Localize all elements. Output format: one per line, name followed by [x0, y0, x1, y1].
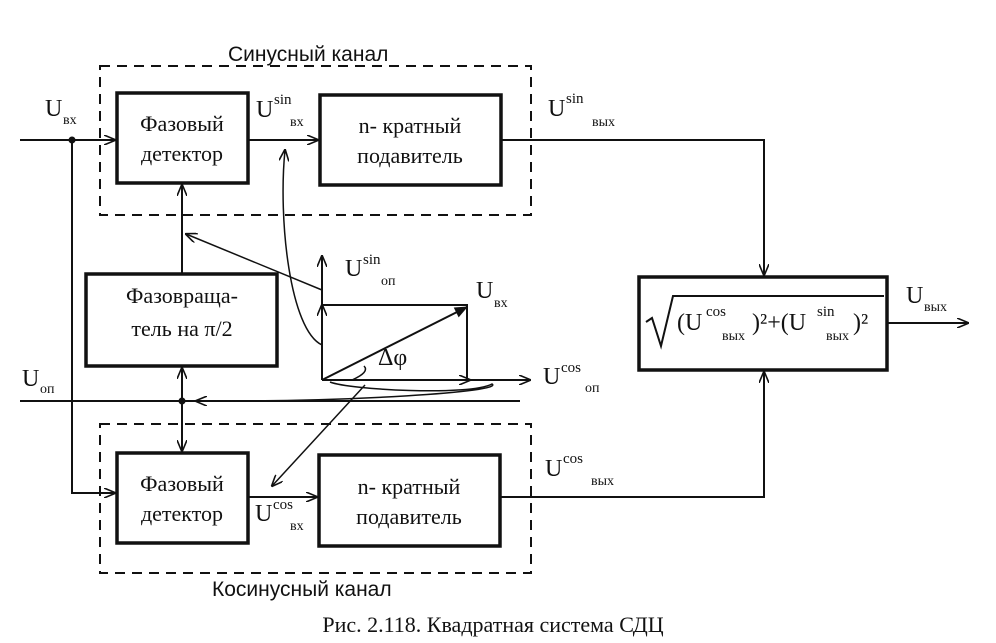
suppressor-cos-line2: подавитель: [356, 504, 462, 529]
output-formula-block: (U cos вых )²+(U sin вых )²: [637, 275, 889, 372]
label-u-out: U вых: [906, 283, 947, 315]
signal-wires: [20, 137, 968, 498]
phase-shifter-block: Фазовраща- тель на π/2: [84, 272, 279, 368]
label-u-sin-in: U sin вх: [256, 92, 304, 130]
svg-text:U: U: [255, 501, 272, 527]
label-u-sin-out: U sin вых: [548, 91, 615, 130]
suppressor-sin-line2: подавитель: [357, 143, 463, 168]
svg-text:U: U: [545, 456, 562, 482]
label-u-cos-in: U cos вх: [255, 497, 304, 534]
sqrt-sign: [645, 295, 884, 350]
svg-text:cos: cos: [561, 360, 581, 376]
label-delta-phi: Δφ: [378, 345, 407, 371]
formula-cos-sup: cos: [706, 304, 726, 320]
cos-channel-title: Косинусный канал: [212, 578, 392, 601]
svg-text:U: U: [906, 283, 923, 309]
projection-rect: [322, 304, 468, 380]
svg-text:U: U: [476, 278, 493, 304]
suppressor-sin-line1: n- кратный: [359, 113, 462, 138]
formula-sin-sup: sin: [817, 304, 835, 320]
svg-text:оп: оп: [381, 274, 396, 289]
label-u-in-vector: U вх: [476, 278, 508, 311]
svg-text:cos: cos: [273, 497, 293, 513]
svg-text:sin: sin: [274, 92, 292, 108]
svg-text:оп: оп: [585, 381, 600, 396]
phase-detector-cos-line1: Фазовый: [140, 471, 224, 496]
phase-detector-cos-block: Фазовый детектор: [115, 451, 250, 545]
phase-detector-sin-line2: детектор: [141, 141, 223, 166]
svg-text:вх: вх: [494, 296, 508, 311]
phase-detector-sin-block: Фазовый детектор: [115, 91, 250, 185]
label-u-cos-out: U cos вых: [545, 451, 614, 489]
suppressor-cos-line1: n- кратный: [358, 474, 461, 499]
leader-phase-shifter: [186, 234, 323, 291]
suppressor-sin-block: n- кратный подавитель: [318, 93, 503, 187]
u-in-vector: [321, 306, 468, 381]
formula-out-sub-1: вых: [722, 329, 745, 344]
label-u-ref: U оп: [22, 366, 55, 397]
svg-text:cos: cos: [563, 451, 583, 467]
phase-detector-sin-line1: Фазовый: [140, 111, 224, 136]
label-u-sin-ref: U sin оп: [345, 252, 396, 289]
svg-text:вх: вх: [63, 113, 77, 128]
svg-text:вых: вых: [924, 300, 947, 315]
formula-out-sub-2: вых: [826, 329, 849, 344]
leader-ref: [196, 381, 494, 401]
leader-cos: [272, 384, 366, 486]
angle-arc: [351, 365, 367, 381]
vector-diagram: [186, 150, 530, 486]
formula-left-paren: (U: [677, 310, 702, 336]
svg-text:U: U: [22, 366, 39, 392]
svg-text:вх: вх: [290, 519, 304, 534]
svg-text:U: U: [45, 96, 62, 122]
svg-text:оп: оп: [40, 382, 55, 397]
svg-text:вых: вых: [591, 474, 614, 489]
phase-detector-cos-line2: детектор: [141, 501, 223, 526]
svg-text:вых: вых: [592, 115, 615, 130]
sin-channel-title: Синусный канал: [228, 43, 388, 66]
label-u-cos-ref: U cos оп: [543, 360, 600, 396]
svg-text:sin: sin: [363, 252, 381, 268]
phase-shifter-line2: тель на π/2: [131, 316, 232, 341]
label-u-in: U вх: [45, 96, 77, 128]
svg-text:U: U: [548, 96, 565, 122]
svg-text:U: U: [345, 256, 362, 282]
svg-text:sin: sin: [566, 91, 584, 107]
figure-caption: Рис. 2.118. Квадратная система СДЦ: [322, 612, 663, 637]
formula-right-paren: )²: [853, 310, 868, 336]
leader-sin: [283, 150, 323, 346]
svg-text:U: U: [543, 364, 560, 390]
svg-text:U: U: [256, 97, 273, 123]
svg-text:вх: вх: [290, 115, 304, 130]
phase-shifter-line1: Фазовраща-: [126, 283, 238, 308]
suppressor-cos-block: n- кратный подавитель: [317, 453, 502, 548]
formula-mid: )²+(U: [752, 310, 806, 336]
